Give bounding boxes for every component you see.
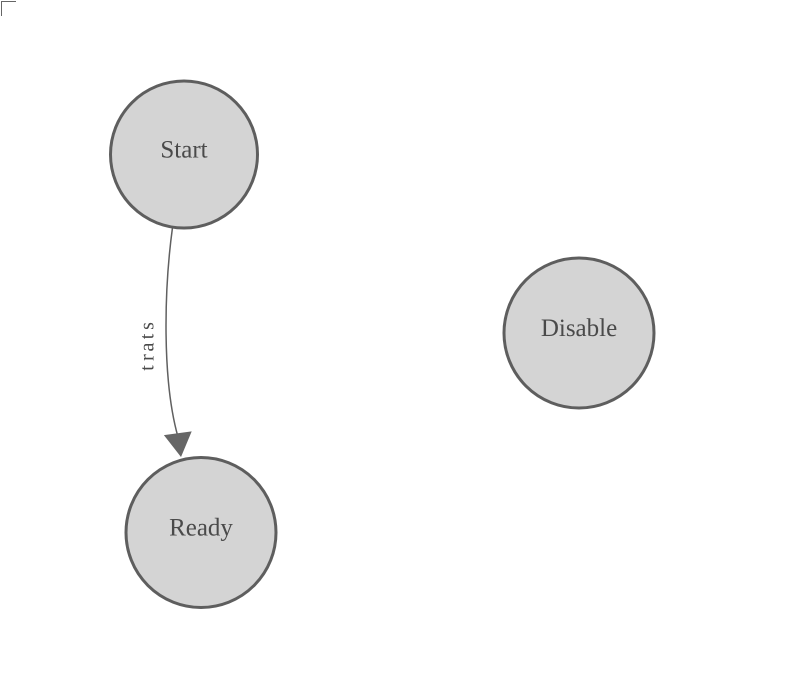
state-circle[interactable] bbox=[109, 79, 259, 230]
transition-path[interactable] bbox=[165, 227, 179, 438]
state-circle[interactable] bbox=[502, 256, 656, 410]
canvas-corner-mark bbox=[1, 1, 16, 16]
state-node-disable[interactable]: Disable bbox=[502, 256, 656, 410]
state-node-start[interactable]: Start bbox=[109, 79, 259, 230]
state-label: Disable bbox=[541, 315, 617, 342]
transition-label-char: r bbox=[137, 354, 159, 361]
state-circle[interactable] bbox=[124, 456, 278, 609]
transition-label-char: t bbox=[137, 365, 159, 371]
state-label: Start bbox=[160, 137, 207, 164]
state-label: Ready bbox=[169, 515, 233, 542]
state-node-ready[interactable]: Ready bbox=[124, 456, 278, 609]
transition-label-char: s bbox=[137, 322, 159, 330]
transition-label-char: t bbox=[137, 333, 159, 339]
transition-label-char: a bbox=[137, 342, 159, 351]
transition-arrowhead bbox=[163, 431, 192, 457]
